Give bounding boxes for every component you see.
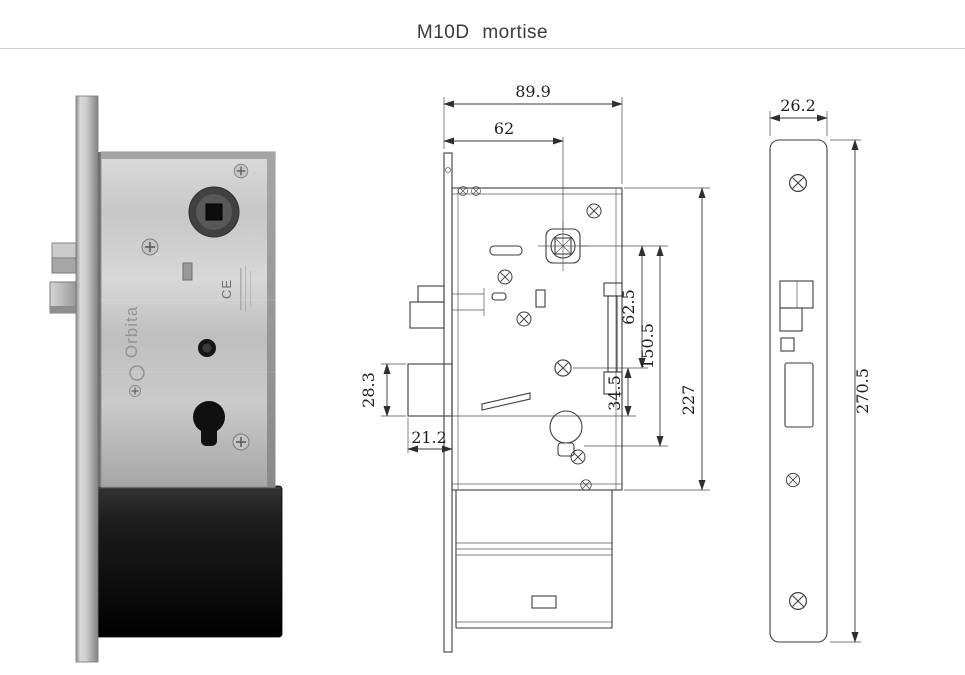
faceplate-edge-outline — [443, 152, 453, 653]
screw-mark — [570, 449, 586, 465]
latch-bolt-shadow — [50, 306, 76, 313]
screw-mark — [788, 174, 808, 192]
screw-mark — [785, 472, 801, 488]
page-title: M10D mortise — [416, 22, 549, 43]
ce-mark-text: CE — [219, 279, 234, 299]
dim-total-depth-label: 89.9 — [515, 82, 551, 101]
small-window — [780, 337, 795, 352]
deadbolt-window — [784, 362, 814, 428]
stop-pin-photo — [182, 262, 193, 281]
deadbolt-outline — [407, 363, 453, 417]
dim-bolt-throw-label: 21.2 — [411, 428, 447, 447]
faceplate-photo — [75, 95, 99, 663]
plate-case-seam — [98, 152, 101, 487]
latch-bolt-lower-outline — [409, 301, 445, 329]
spindle-hub-photo — [188, 186, 240, 238]
photo-view: Orbita CE — [49, 95, 283, 663]
latch-bolt-outline — [417, 285, 445, 303]
aux-latch-lower-photo — [51, 257, 77, 274]
screw-photo — [233, 163, 249, 179]
title-divider — [0, 48, 965, 49]
fine-print-line — [240, 268, 242, 310]
dim-spindle-to-screw-label: 62.5 — [619, 289, 638, 325]
cylinder-hole-photo — [193, 401, 225, 446]
side-section-drawing: 89.9 62 28.3 21.2 62.5 — [359, 82, 710, 653]
dim-plate-width-label: 26.2 — [780, 96, 816, 115]
faceplate-outline — [769, 139, 828, 643]
brand-logo-icon — [129, 365, 145, 381]
case-top-edge — [101, 152, 275, 159]
case-right-edge — [267, 152, 275, 487]
cylinder-screw-mark — [554, 359, 572, 377]
screw-mark — [580, 479, 592, 491]
dim-spindle-to-cylinder-label: 150.5 — [638, 323, 657, 369]
fine-print-line — [245, 266, 247, 312]
brand-logo-text: Orbita — [122, 306, 141, 358]
faceplate-dimensions: 26.2 270.5 — [769, 96, 872, 643]
dim-case-height-label: 227 — [679, 385, 698, 416]
screw-mark — [516, 311, 532, 327]
screw-photo — [141, 238, 159, 256]
screw-mark — [788, 591, 808, 611]
fine-print-line — [250, 271, 252, 307]
slide-bracket-bottom — [603, 371, 623, 395]
black-housing-photo — [88, 485, 283, 638]
dim-screw-to-cylinder-label: 34.5 — [605, 375, 624, 411]
screw-photo — [128, 384, 142, 398]
cylinder-cutout-notch — [557, 442, 575, 457]
hex-nut-photo — [202, 343, 212, 353]
dim-plate-height-label: 270.5 — [853, 368, 872, 414]
dim-bolt-height-label: 28.3 — [359, 372, 378, 408]
plate-hole — [445, 167, 451, 173]
screw-photo — [232, 433, 250, 451]
bottom-extension-outline — [455, 490, 613, 629]
screw-mark — [586, 203, 602, 219]
slot-feature — [491, 292, 507, 301]
lever-feature — [481, 392, 531, 411]
latch-window — [779, 280, 814, 309]
dim-backset-label: 62 — [494, 119, 514, 138]
tab-feature — [535, 289, 546, 308]
aux-latch-window — [779, 307, 803, 332]
aux-latch-photo — [51, 242, 77, 259]
slot-feature — [489, 245, 523, 256]
side-dimensions: 89.9 62 28.3 21.2 62.5 — [359, 82, 710, 491]
screw-mark — [497, 269, 513, 285]
case-outline — [451, 187, 623, 491]
faceplate-drawing: 26.2 270.5 — [769, 96, 872, 643]
